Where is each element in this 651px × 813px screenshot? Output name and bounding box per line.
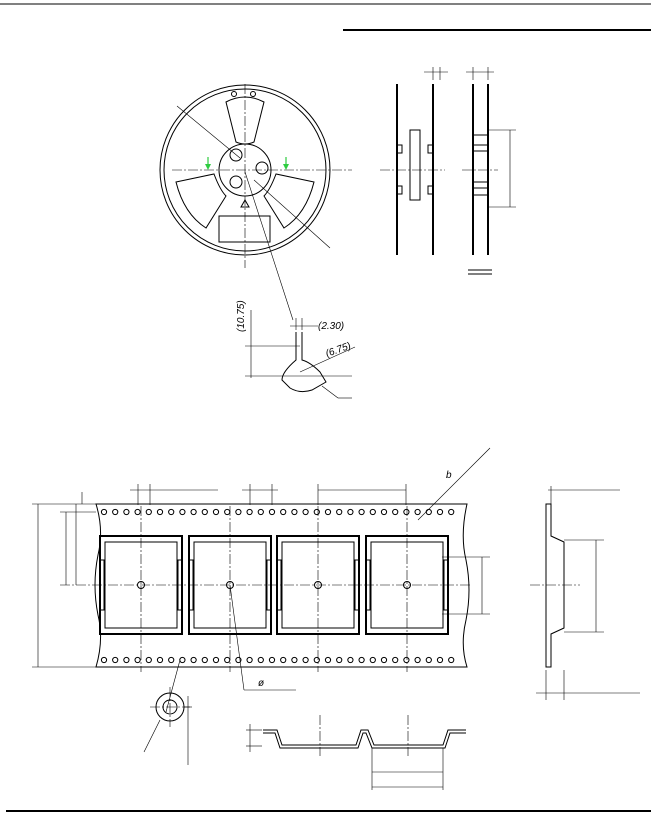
arrow-icon xyxy=(205,157,289,170)
sprocket-hole xyxy=(257,656,264,664)
sheet-border xyxy=(0,3,651,812)
sprocket-hole xyxy=(280,508,287,516)
sprocket-hole xyxy=(448,508,455,516)
sprocket-hole xyxy=(336,656,343,664)
sprocket-hole xyxy=(224,508,231,516)
sprocket-hole xyxy=(436,656,444,664)
sprocket-hole xyxy=(224,656,231,664)
sprocket-hole xyxy=(145,656,152,664)
sprocket-hole xyxy=(246,656,253,664)
sprocket-hole xyxy=(190,508,197,516)
sprocket-hole xyxy=(436,508,444,516)
pocket xyxy=(188,506,272,672)
carrier-tape-top-view: b ø xyxy=(32,447,491,691)
sprocket-hole xyxy=(358,508,365,516)
pocket xyxy=(276,506,360,672)
sprocket-hole xyxy=(313,656,320,664)
dim-radius-label: (6.75) xyxy=(324,341,352,360)
sprocket-hole xyxy=(414,508,421,516)
callout-center-label: ø xyxy=(258,678,264,689)
sprocket-hole xyxy=(268,656,276,664)
sprocket-hole xyxy=(134,508,141,516)
sprocket-hole xyxy=(369,508,376,516)
sprocket-hole xyxy=(392,508,399,516)
sprocket-hole xyxy=(168,656,175,664)
sprocket-hole xyxy=(414,656,421,664)
dim-vertical-label: (10.75) xyxy=(236,300,247,332)
pocket xyxy=(99,506,183,672)
sprocket-hole xyxy=(212,508,220,516)
sprocket-hole xyxy=(425,508,432,516)
sprocket-hole xyxy=(212,656,220,664)
reel-side-view-alt xyxy=(462,67,516,275)
sprocket-hole xyxy=(179,508,186,516)
sprocket-hole xyxy=(369,656,376,664)
sprocket-hole xyxy=(392,656,399,664)
sprocket-holes-bottom xyxy=(100,656,455,664)
sprocket-hole xyxy=(324,508,332,516)
tape-cross-section xyxy=(246,715,466,790)
sprocket-hole xyxy=(403,508,410,516)
sprocket-hole xyxy=(302,508,309,516)
sprocket-hole xyxy=(280,656,287,664)
sprocket-hole xyxy=(190,656,197,664)
component-pockets xyxy=(99,506,449,672)
sprocket-hole xyxy=(134,656,141,664)
pocket xyxy=(365,506,449,672)
sprocket-hole xyxy=(313,508,320,516)
sprocket-hole xyxy=(123,508,130,516)
sprocket-hole xyxy=(168,508,175,516)
sprocket-hole xyxy=(336,508,343,516)
dim-width-label: (2.30) xyxy=(318,321,344,332)
sprocket-hole xyxy=(235,508,242,516)
sprocket-hole xyxy=(380,508,388,516)
sprocket-hole xyxy=(347,508,354,516)
sprocket-hole xyxy=(145,508,152,516)
tape-side-view xyxy=(530,486,640,700)
sprocket-hole xyxy=(112,656,119,664)
sprocket-hole xyxy=(257,508,264,516)
sprocket-hole xyxy=(100,508,108,516)
callout-top-label: b xyxy=(446,470,452,481)
sprocket-hole xyxy=(268,508,276,516)
sprocket-hole xyxy=(425,656,432,664)
sprocket-hole xyxy=(112,508,119,516)
sprocket-hole xyxy=(403,656,410,664)
sprocket-hole xyxy=(201,656,208,664)
reel-side-view xyxy=(380,67,448,255)
sprocket-holes-top xyxy=(100,508,455,516)
sprocket-hole xyxy=(358,656,365,664)
sprocket-hole xyxy=(324,656,332,664)
sprocket-hole xyxy=(302,656,309,664)
hub-detail: (10.75) (2.30) (6.75) xyxy=(236,300,356,399)
sprocket-hole xyxy=(156,656,164,664)
reel-front-view xyxy=(159,84,352,321)
sprocket-hole xyxy=(448,656,455,664)
sprocket-hole xyxy=(201,508,208,516)
sprocket-hole xyxy=(347,656,354,664)
sprocket-hole xyxy=(246,508,253,516)
sprocket-hole xyxy=(123,656,130,664)
sprocket-hole xyxy=(156,508,164,516)
sprocket-hole xyxy=(179,656,186,664)
sprocket-hole xyxy=(235,656,242,664)
sprocket-hole xyxy=(100,656,108,664)
sprocket-hole-detail xyxy=(143,659,192,765)
sprocket-hole xyxy=(291,508,298,516)
sprocket-hole xyxy=(380,656,388,664)
sprocket-hole xyxy=(291,656,298,664)
